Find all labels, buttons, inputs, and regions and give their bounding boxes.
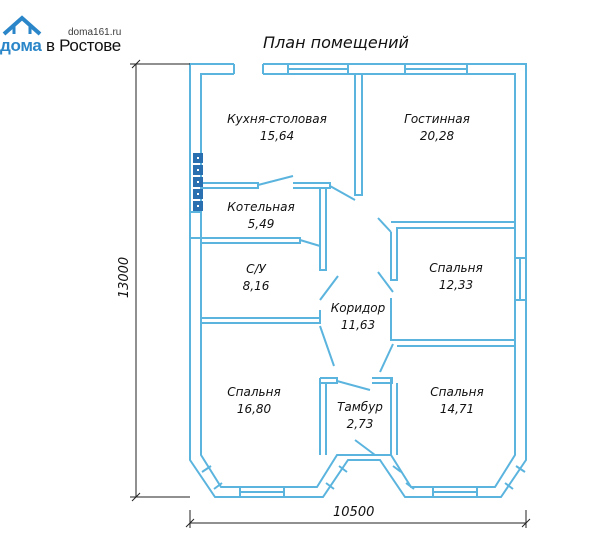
room-vestibule-area: 2,73 [346, 417, 374, 431]
room-corridor: Коридор 11,63 [331, 300, 386, 334]
dimension-width: 10500 [333, 505, 375, 520]
room-bathroom: С/У 8,16 [243, 261, 270, 295]
room-bedroom-right-name: Спальня [429, 261, 483, 275]
room-kitchen: Кухня-столовая 15,64 [227, 111, 327, 145]
room-bathroom-area: 8,16 [242, 279, 270, 293]
logo-word-1: дома [0, 36, 42, 55]
room-kitchen-area: 15,64 [259, 129, 295, 143]
outer-wall-outer [189, 63, 527, 498]
logo-site[interactable]: doma161.ru [68, 27, 122, 38]
room-bedroom-left-area: 16,80 [236, 402, 272, 416]
room-boiler-name: Котельная [227, 200, 295, 214]
room-living: Гостинная 20,28 [404, 111, 470, 145]
socket-column [193, 153, 203, 211]
room-bedroom-bottom-right-area: 14,71 [439, 402, 475, 416]
dimension-height: 13000 [117, 256, 133, 299]
room-living-name: Гостинная [404, 112, 470, 126]
room-vestibule-name: Тамбур [337, 400, 383, 414]
outer-wall-inner [200, 73, 516, 488]
room-corridor-name: Коридор [330, 301, 386, 315]
room-bathroom-name: С/У [246, 262, 266, 276]
room-bedroom-right: Спальня 12,33 [429, 260, 482, 294]
room-bedroom-left-name: Спальня [227, 385, 281, 399]
logo-word-2: в Ростове [41, 36, 121, 55]
room-bedroom-bottom-right: Спальня 14,71 [430, 384, 483, 418]
room-kitchen-name: Кухня-столовая [227, 112, 327, 126]
room-bedroom-left: Спальня 16,80 [227, 384, 280, 418]
room-boiler-area: 5,49 [247, 217, 275, 231]
window-left [189, 211, 202, 239]
room-living-area: 20,28 [419, 129, 455, 143]
dimension-lines [130, 59, 531, 528]
room-corridor-area: 11,63 [340, 318, 376, 332]
room-vestibule: Тамбур 2,73 [337, 399, 383, 433]
room-bedroom-bottom-right-name: Спальня [430, 385, 484, 399]
plan-title: План помещений [263, 33, 409, 52]
house-logo-icon [2, 15, 42, 36]
room-bedroom-right-area: 12,33 [438, 278, 474, 292]
logo-text[interactable]: дома в Ростове [0, 36, 121, 56]
room-boiler: Котельная 5,49 [227, 199, 294, 233]
